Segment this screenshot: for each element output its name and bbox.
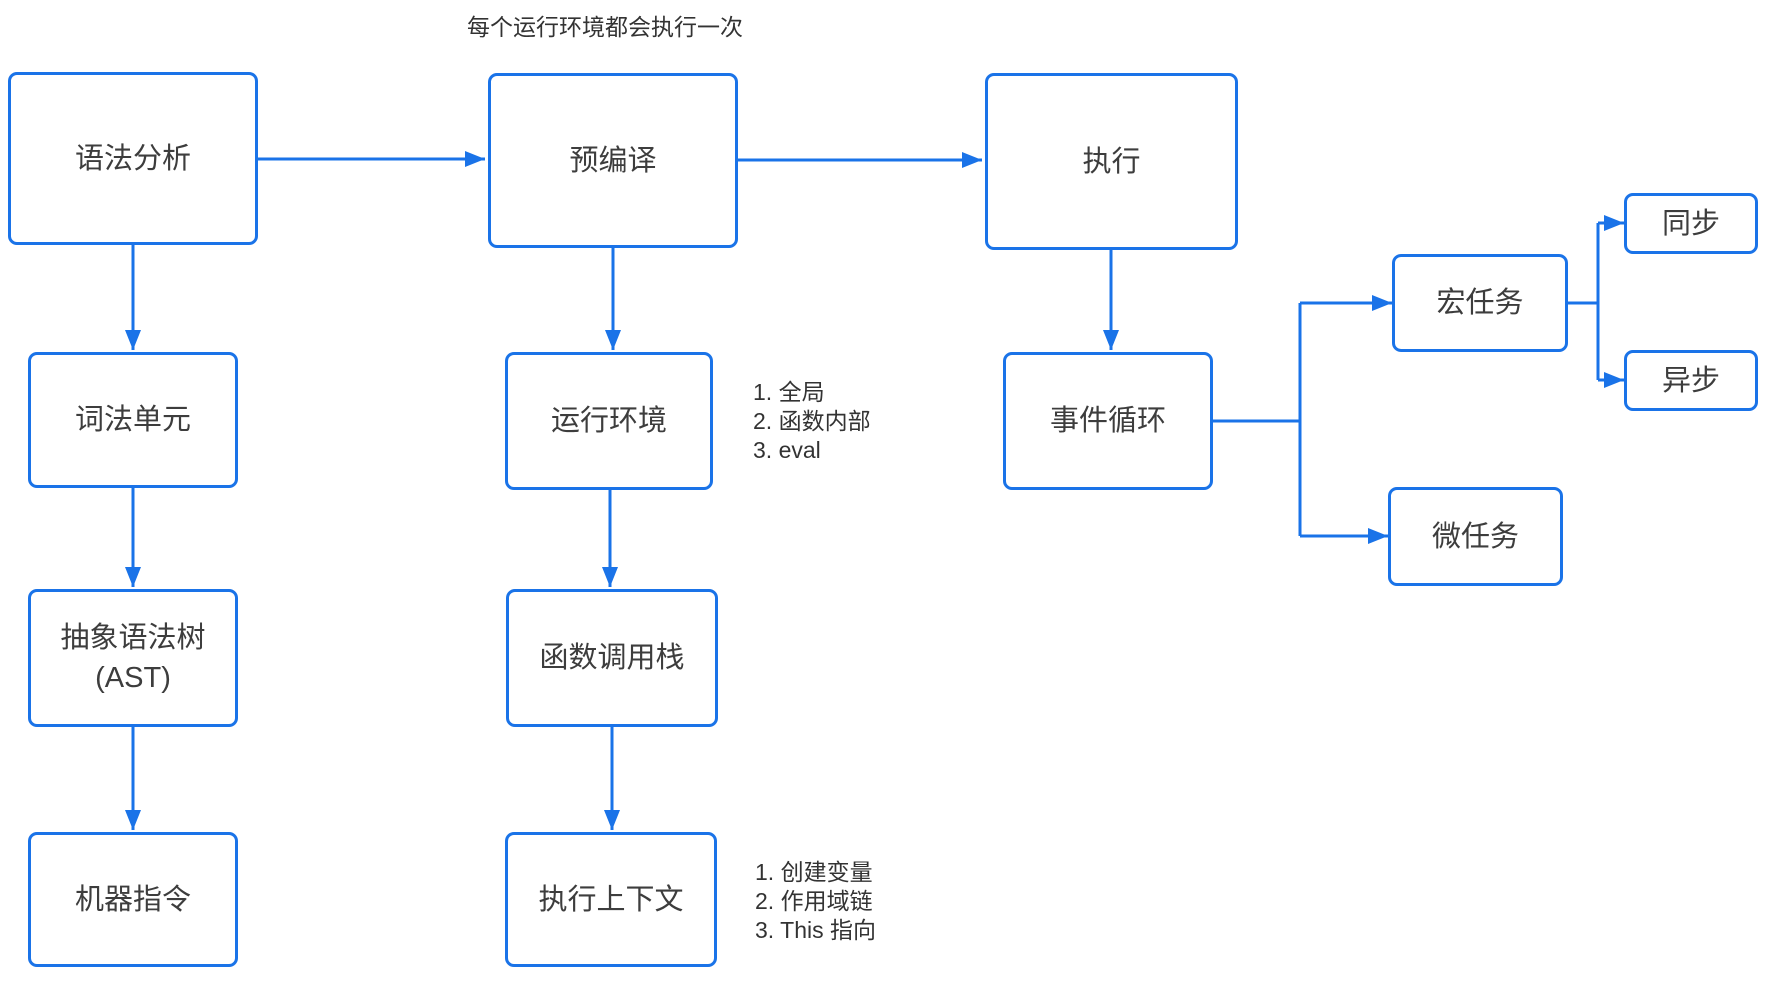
node-label: 事件循环 [1049, 405, 1166, 437]
node-sync: 同步 [1624, 193, 1758, 254]
node-label: 抽象语法树 [60, 622, 206, 654]
node-micro-task: 微任务 [1388, 487, 1563, 586]
annotation-line: 1. 全局 [753, 379, 825, 405]
node-label: 机器指令 [74, 883, 191, 916]
annotation-line: 3. This 指向 [755, 917, 876, 943]
node-label: 运行环境 [550, 405, 667, 437]
node-async: 异步 [1624, 350, 1758, 411]
node-label: 函数调用栈 [539, 642, 685, 674]
node-label: 异步 [1661, 364, 1720, 397]
node-call-stack: 函数调用栈 [506, 589, 718, 727]
node-macro-task: 宏任务 [1392, 254, 1568, 352]
diagram-title-note: 每个运行环境都会执行一次 [467, 14, 743, 40]
node-event-loop: 事件循环 [1003, 352, 1213, 490]
annotation-line: 3. eval [753, 437, 821, 463]
node-label: 词法单元 [74, 404, 191, 436]
execution-context-annotation: 1. 创建变量 2. 作用域链 3. This 指向 [755, 858, 876, 945]
node-label: (AST) [95, 662, 171, 694]
node-label: 执行上下文 [538, 883, 684, 916]
node-execute: 执行 [985, 73, 1238, 250]
node-execution-context: 执行上下文 [505, 832, 717, 967]
annotation-line: 2. 函数内部 [753, 408, 871, 434]
node-syntax-analysis: 语法分析 [8, 72, 258, 245]
node-label: 同步 [1661, 207, 1720, 240]
annotation-line: 2. 作用域链 [755, 888, 873, 914]
node-machine-instructions: 机器指令 [28, 832, 238, 967]
node-label: 宏任务 [1436, 287, 1524, 319]
node-ast: 抽象语法树 (AST) [28, 589, 238, 727]
node-label: 执行 [1082, 145, 1141, 178]
node-label: 预编译 [569, 144, 657, 177]
node-label: 语法分析 [74, 142, 191, 175]
connector-macrotask-branch-trunk [1568, 223, 1600, 380]
node-label: 微任务 [1431, 520, 1519, 553]
runtime-env-annotation: 1. 全局 2. 函数内部 3. eval [753, 378, 871, 465]
node-runtime-env: 运行环境 [505, 352, 713, 490]
annotation-line: 1. 创建变量 [755, 859, 873, 885]
connector-eventloop-branch-trunk [1213, 303, 1302, 536]
node-precompile: 预编译 [488, 73, 738, 248]
node-lexical-unit: 词法单元 [28, 352, 238, 488]
